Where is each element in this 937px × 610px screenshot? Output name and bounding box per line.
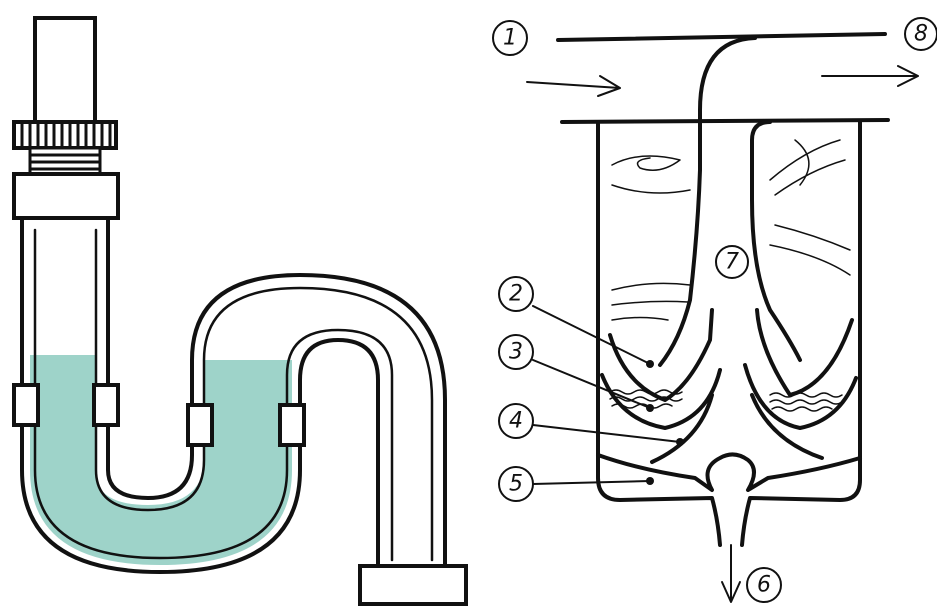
callout-4-label: 4 [509,409,523,434]
inflow-arrow [527,76,620,96]
threads [30,148,100,174]
slip-nut [14,122,116,148]
outlet-flange [360,566,466,604]
inlet-pipe-bottom [562,120,888,122]
callout-6: 6 [747,568,781,602]
callout-4: 4 [499,404,533,438]
callout-3: 3 [499,335,533,369]
outflow-arrow [822,66,918,86]
trapped-water [30,355,292,565]
tailpiece-pipe [35,18,95,124]
flow-swirls [612,140,850,320]
callout-2-label: 2 [509,282,523,307]
callout-1: 1 [493,21,527,55]
inlet-pipe-top [558,34,885,40]
pipe-collar [14,174,118,218]
bottom-baffle [598,454,860,490]
baffle-left-upper [610,310,712,400]
callout-6-label: 6 [757,573,771,598]
callout-3-label: 3 [509,340,523,365]
callout-7: 7 [716,246,748,278]
sediment-layer-right [770,393,842,411]
central-dip-tube [660,38,755,365]
callout-1-label: 1 [503,26,517,51]
drain-outlet-arrow [722,545,740,602]
callout-5-label: 5 [509,472,523,497]
callout-2: 2 [499,277,533,311]
separator-diagram: 1 8 7 2 3 4 5 6 [493,18,937,602]
callout-8-label: 8 [914,22,928,47]
sink-trap-diagram [14,18,466,604]
callout-8: 8 [905,18,937,50]
callout-7-label: 7 [725,250,739,275]
callout-5: 5 [499,467,533,501]
